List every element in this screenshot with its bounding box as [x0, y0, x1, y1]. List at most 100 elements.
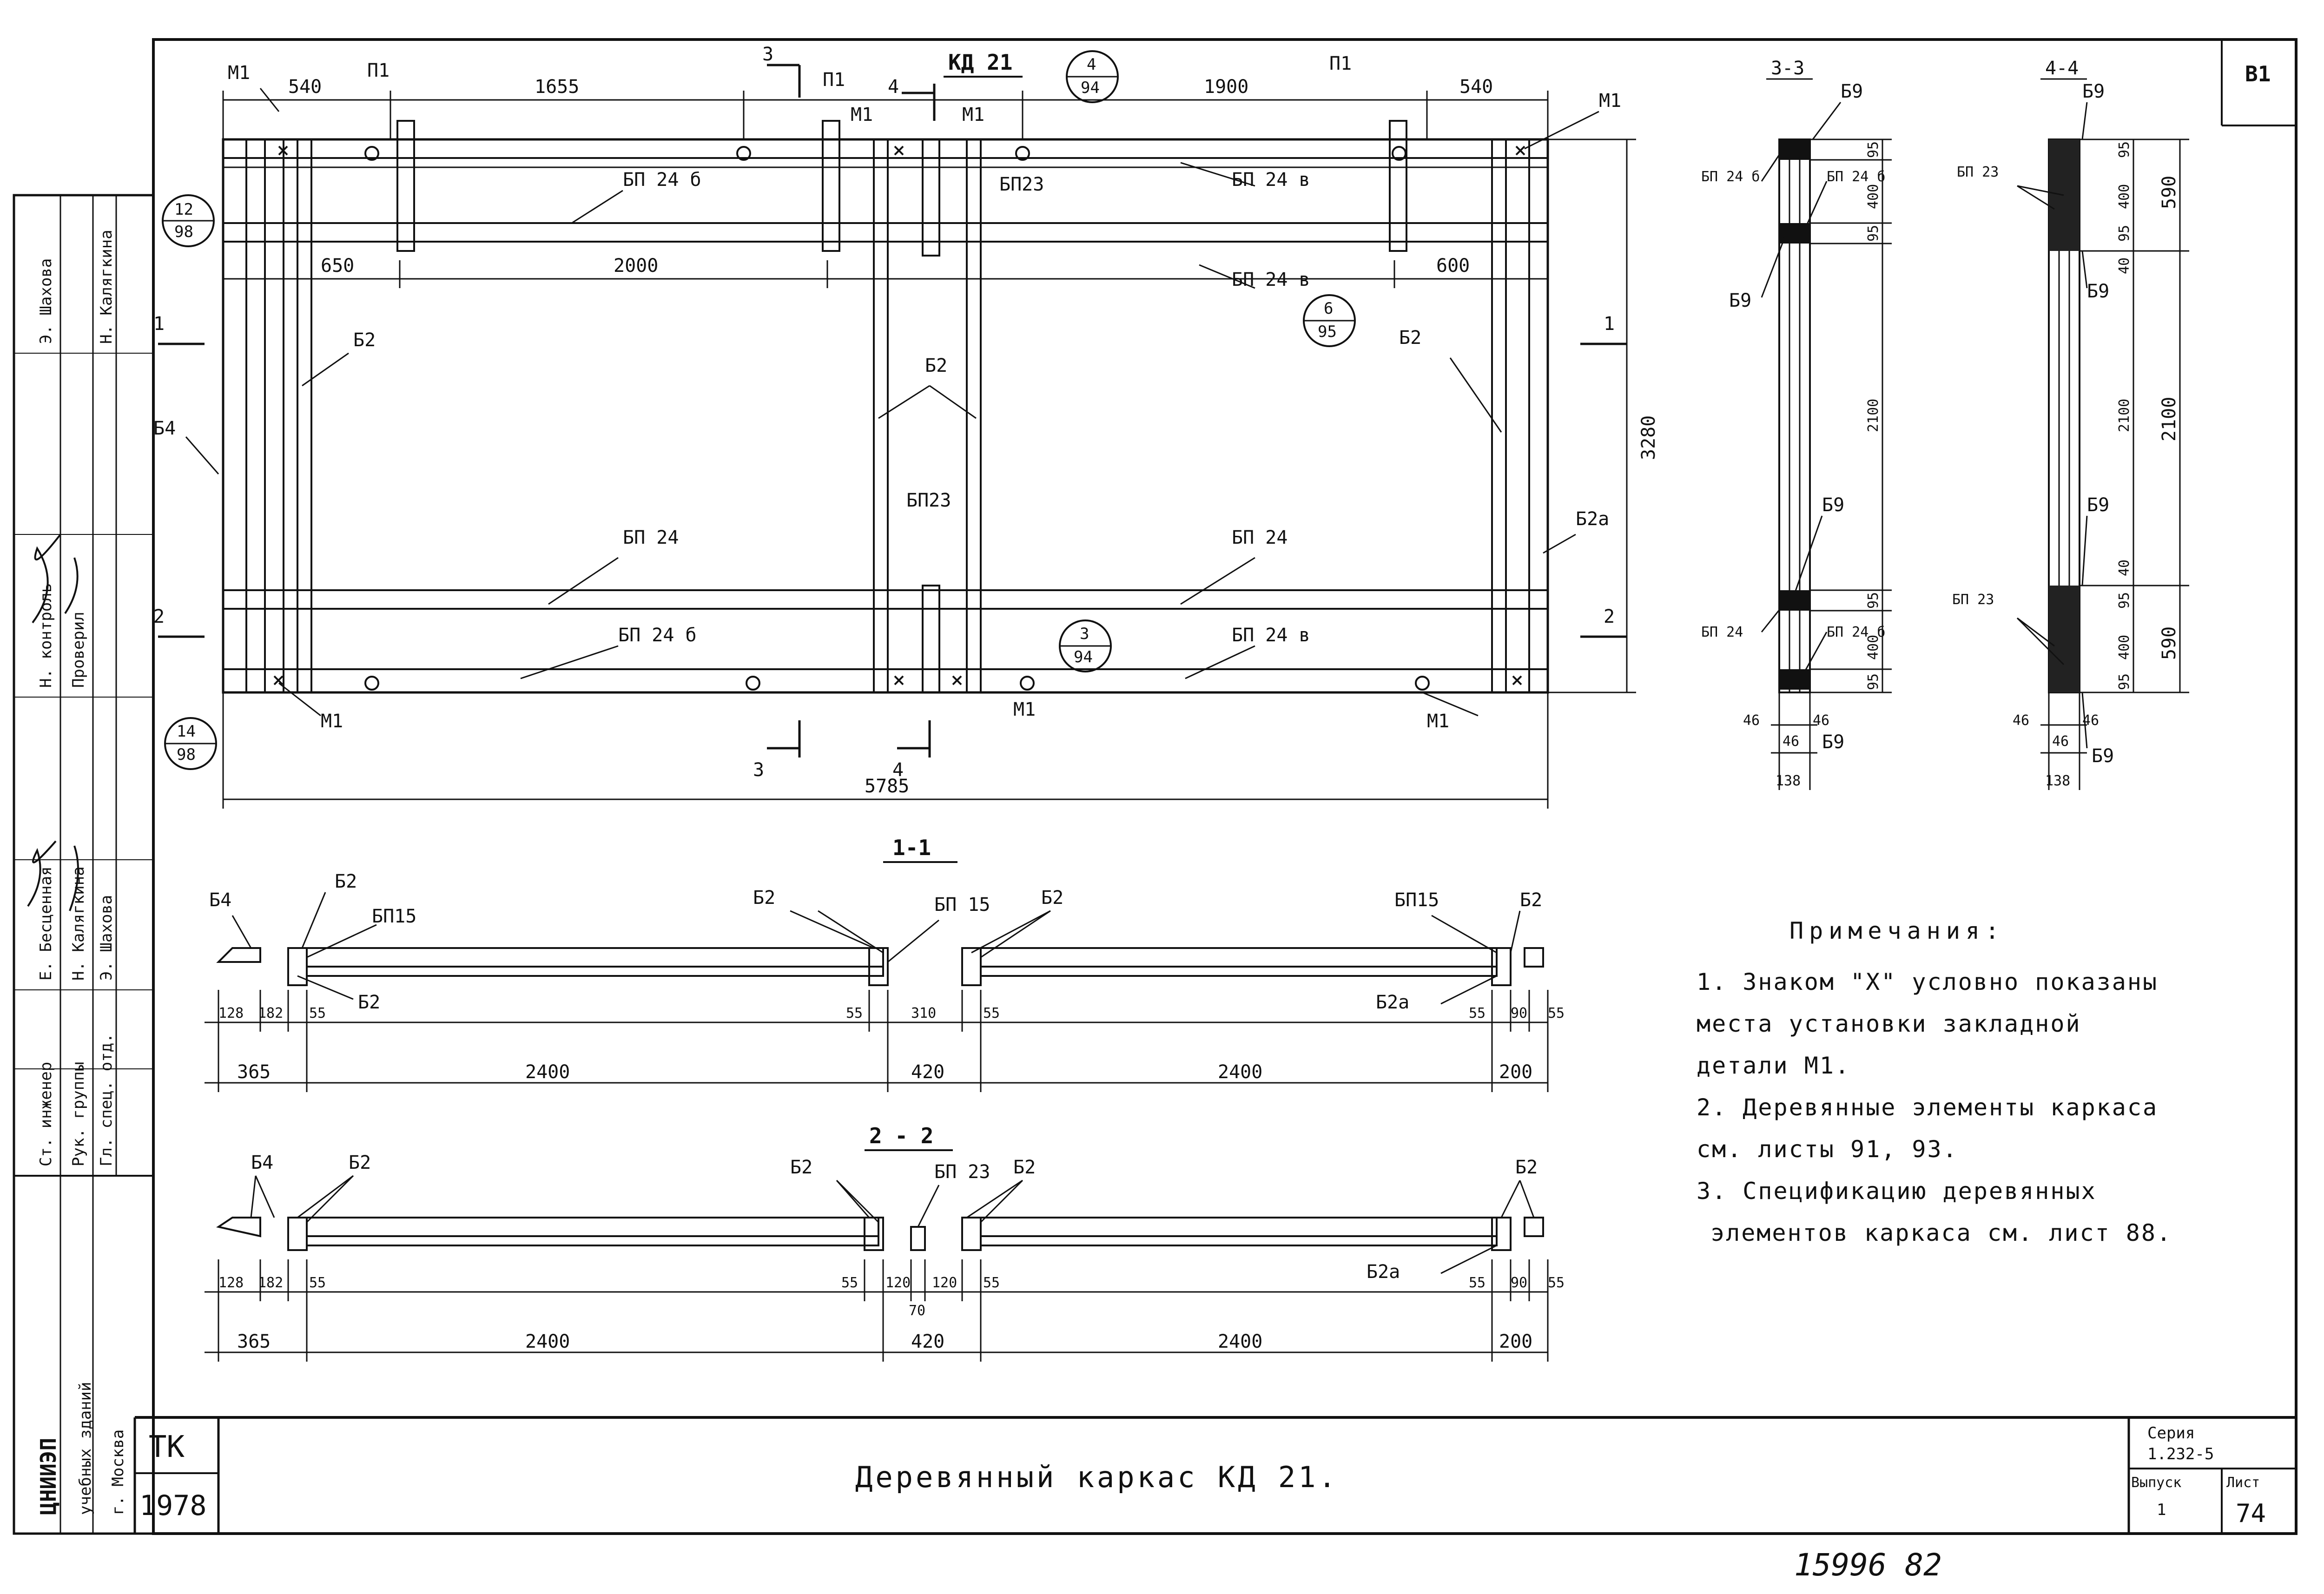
stamp-role-5: Н. контроль: [37, 583, 55, 688]
s11-dim-128: 128: [218, 1005, 244, 1021]
stamp-role-4: Проверил: [69, 612, 88, 688]
label-bp24b-bottom: БП 24 б: [618, 625, 697, 646]
section-mark-3-top: 3: [762, 44, 773, 65]
s44-dim-590-bottom: 590: [2159, 626, 2180, 660]
s22-label-b2-1: Б2: [349, 1152, 371, 1173]
s11-label-b2-1: Б2: [335, 871, 357, 892]
s11-dim-55-4: 55: [1469, 1005, 1486, 1021]
s22-label-b2-4: Б2: [1515, 1157, 1538, 1178]
dim-600: 600: [1436, 255, 1470, 277]
label-m1-top-left: М1: [228, 62, 250, 84]
label-b2-left: Б2: [353, 329, 376, 351]
s22-label-b2-2: Б2: [790, 1157, 812, 1178]
section-22-title: 2 - 2: [869, 1123, 933, 1148]
m1-x-markers: [273, 145, 1525, 685]
section-mark-4-bottom: 4: [892, 759, 904, 781]
label-p1-2: П1: [823, 69, 845, 91]
s22-label-bp23: БП 23: [934, 1161, 990, 1183]
s11-label-bp15-1: БП15: [372, 906, 416, 927]
s44-dim-400-1: 400: [2116, 184, 2133, 209]
s44-dim-2100-outer: 2100: [2159, 397, 2180, 441]
dim-top-1900: 1900: [1204, 76, 1248, 98]
s22-dim-2400-2: 2400: [1218, 1331, 1262, 1352]
section-mark-2-left: 2: [153, 606, 165, 627]
label-m1-top-right: М1: [1599, 90, 1621, 112]
issue-label: Выпуск: [2131, 1475, 2181, 1491]
section-3-3: 3-3 Б9: [1701, 58, 1892, 790]
s22-dim-55-1: 55: [309, 1275, 326, 1291]
s44-label-b9-mid: Б9: [2087, 281, 2109, 302]
label-b2-right: Б2: [1399, 327, 1421, 349]
callout-6-95: 6 95: [1303, 294, 1356, 347]
sheet-title: Деревянный каркас КД 21.: [855, 1460, 1339, 1494]
s44-dim-95-1: 95: [2116, 141, 2133, 158]
label-bp24-right: БП 24: [1232, 527, 1287, 548]
label-bp23-mid: БП23: [906, 490, 951, 511]
label-bp24v-bottom: БП 24 в: [1232, 625, 1310, 646]
label-b2-center: Б2: [925, 355, 947, 376]
s22-dim-365: 365: [237, 1331, 271, 1352]
series-label: Серия: [2147, 1424, 2195, 1443]
s44-dim-2100-inner: 2100: [2116, 399, 2133, 432]
s22-dim-120-2: 120: [932, 1275, 957, 1291]
section-markers: [158, 64, 1627, 757]
section-11-title: 1-1: [892, 835, 931, 860]
s11-dim-55-1: 55: [309, 1005, 326, 1021]
dim-overall-height: 3280: [1638, 415, 1659, 460]
section-mark-1-right: 1: [1604, 313, 1615, 335]
s22-label-b4: Б4: [251, 1152, 273, 1173]
s33-label-b9-top: Б9: [1841, 81, 1863, 102]
s44-dim-95-4: 95: [2116, 673, 2133, 690]
sheet-frame: В1: [152, 38, 2298, 1535]
s33-dim-400-2: 400: [1865, 635, 1882, 660]
s33-dim-95-3: 95: [1865, 592, 1882, 609]
s33-label-bp24: БП 24: [1701, 624, 1743, 640]
s11-dim-55-5: 55: [1548, 1005, 1565, 1021]
svg-text:6: 6: [1324, 299, 1333, 318]
note-line-6: 3. Спецификацию деревянных: [1697, 1178, 2097, 1205]
bolt-holes: [364, 146, 1430, 691]
callout-12-98: 12 98: [162, 194, 215, 247]
s22-dim-420: 420: [911, 1331, 944, 1352]
signature-scribble: [27, 534, 79, 911]
frame-code: В1: [2245, 61, 2271, 86]
series-value: 1.232-5: [2147, 1445, 2214, 1463]
s11-label-b2a: Б2а: [1376, 992, 1409, 1013]
s33-dim-46-2: 46: [1813, 712, 1829, 729]
svg-text:14: 14: [177, 722, 196, 741]
s33-label-b9-low: Б9: [1822, 494, 1844, 516]
label-bp24v-mid: БП 24 в: [1232, 269, 1310, 290]
stamp-name-4: Н. Калягкина: [97, 230, 116, 344]
s11-dim-420: 420: [911, 1061, 944, 1083]
callout-3-94: 3 94: [1059, 619, 1112, 672]
stamp-org-1: ЦНИИЭП: [36, 1438, 61, 1515]
label-bp24-left: БП 24: [623, 527, 679, 548]
stamp-name-5: Э. Шахова: [37, 258, 55, 344]
dim-2000: 2000: [614, 255, 658, 277]
dim-top-540-right: 540: [1459, 76, 1493, 98]
s44-dim-46-3: 46: [2052, 733, 2069, 750]
label-p1-1: П1: [367, 60, 390, 81]
dim-top-1655: 1655: [535, 76, 579, 98]
s33-label-bp24b-3: БП 24 б: [1827, 624, 1885, 640]
s22-dim-55-4: 55: [1469, 1275, 1486, 1291]
label-m1-mid-2: М1: [962, 104, 984, 125]
s33-dim-95-1: 95: [1865, 141, 1882, 158]
notes: Примечания: 1. Знаком "Х" условно показа…: [1697, 917, 2171, 1246]
section-1-1: 1-1: [205, 835, 1565, 1092]
s11-dim-182: 182: [258, 1005, 283, 1021]
s33-dim-95-2: 95: [1865, 225, 1882, 242]
s22-dim-55-3: 55: [983, 1275, 1000, 1291]
section-44-title: 4-4: [2045, 58, 2079, 79]
note-line-3: детали М1.: [1697, 1052, 1850, 1079]
stamp-role-2: Рук. группы: [69, 1062, 88, 1166]
s11-dim-2400-1: 2400: [525, 1061, 570, 1083]
s11-label-b2-4: Б2: [1041, 887, 1063, 909]
s33-dim-138: 138: [1776, 773, 1801, 789]
s11-label-bp15-3: БП15: [1394, 889, 1439, 911]
s11-dim-365: 365: [237, 1061, 271, 1083]
s33-dim-46-1: 46: [1743, 712, 1760, 729]
stamp-name-2: Н. Калягкина: [69, 866, 88, 981]
issue-value: 1: [2157, 1501, 2166, 1519]
